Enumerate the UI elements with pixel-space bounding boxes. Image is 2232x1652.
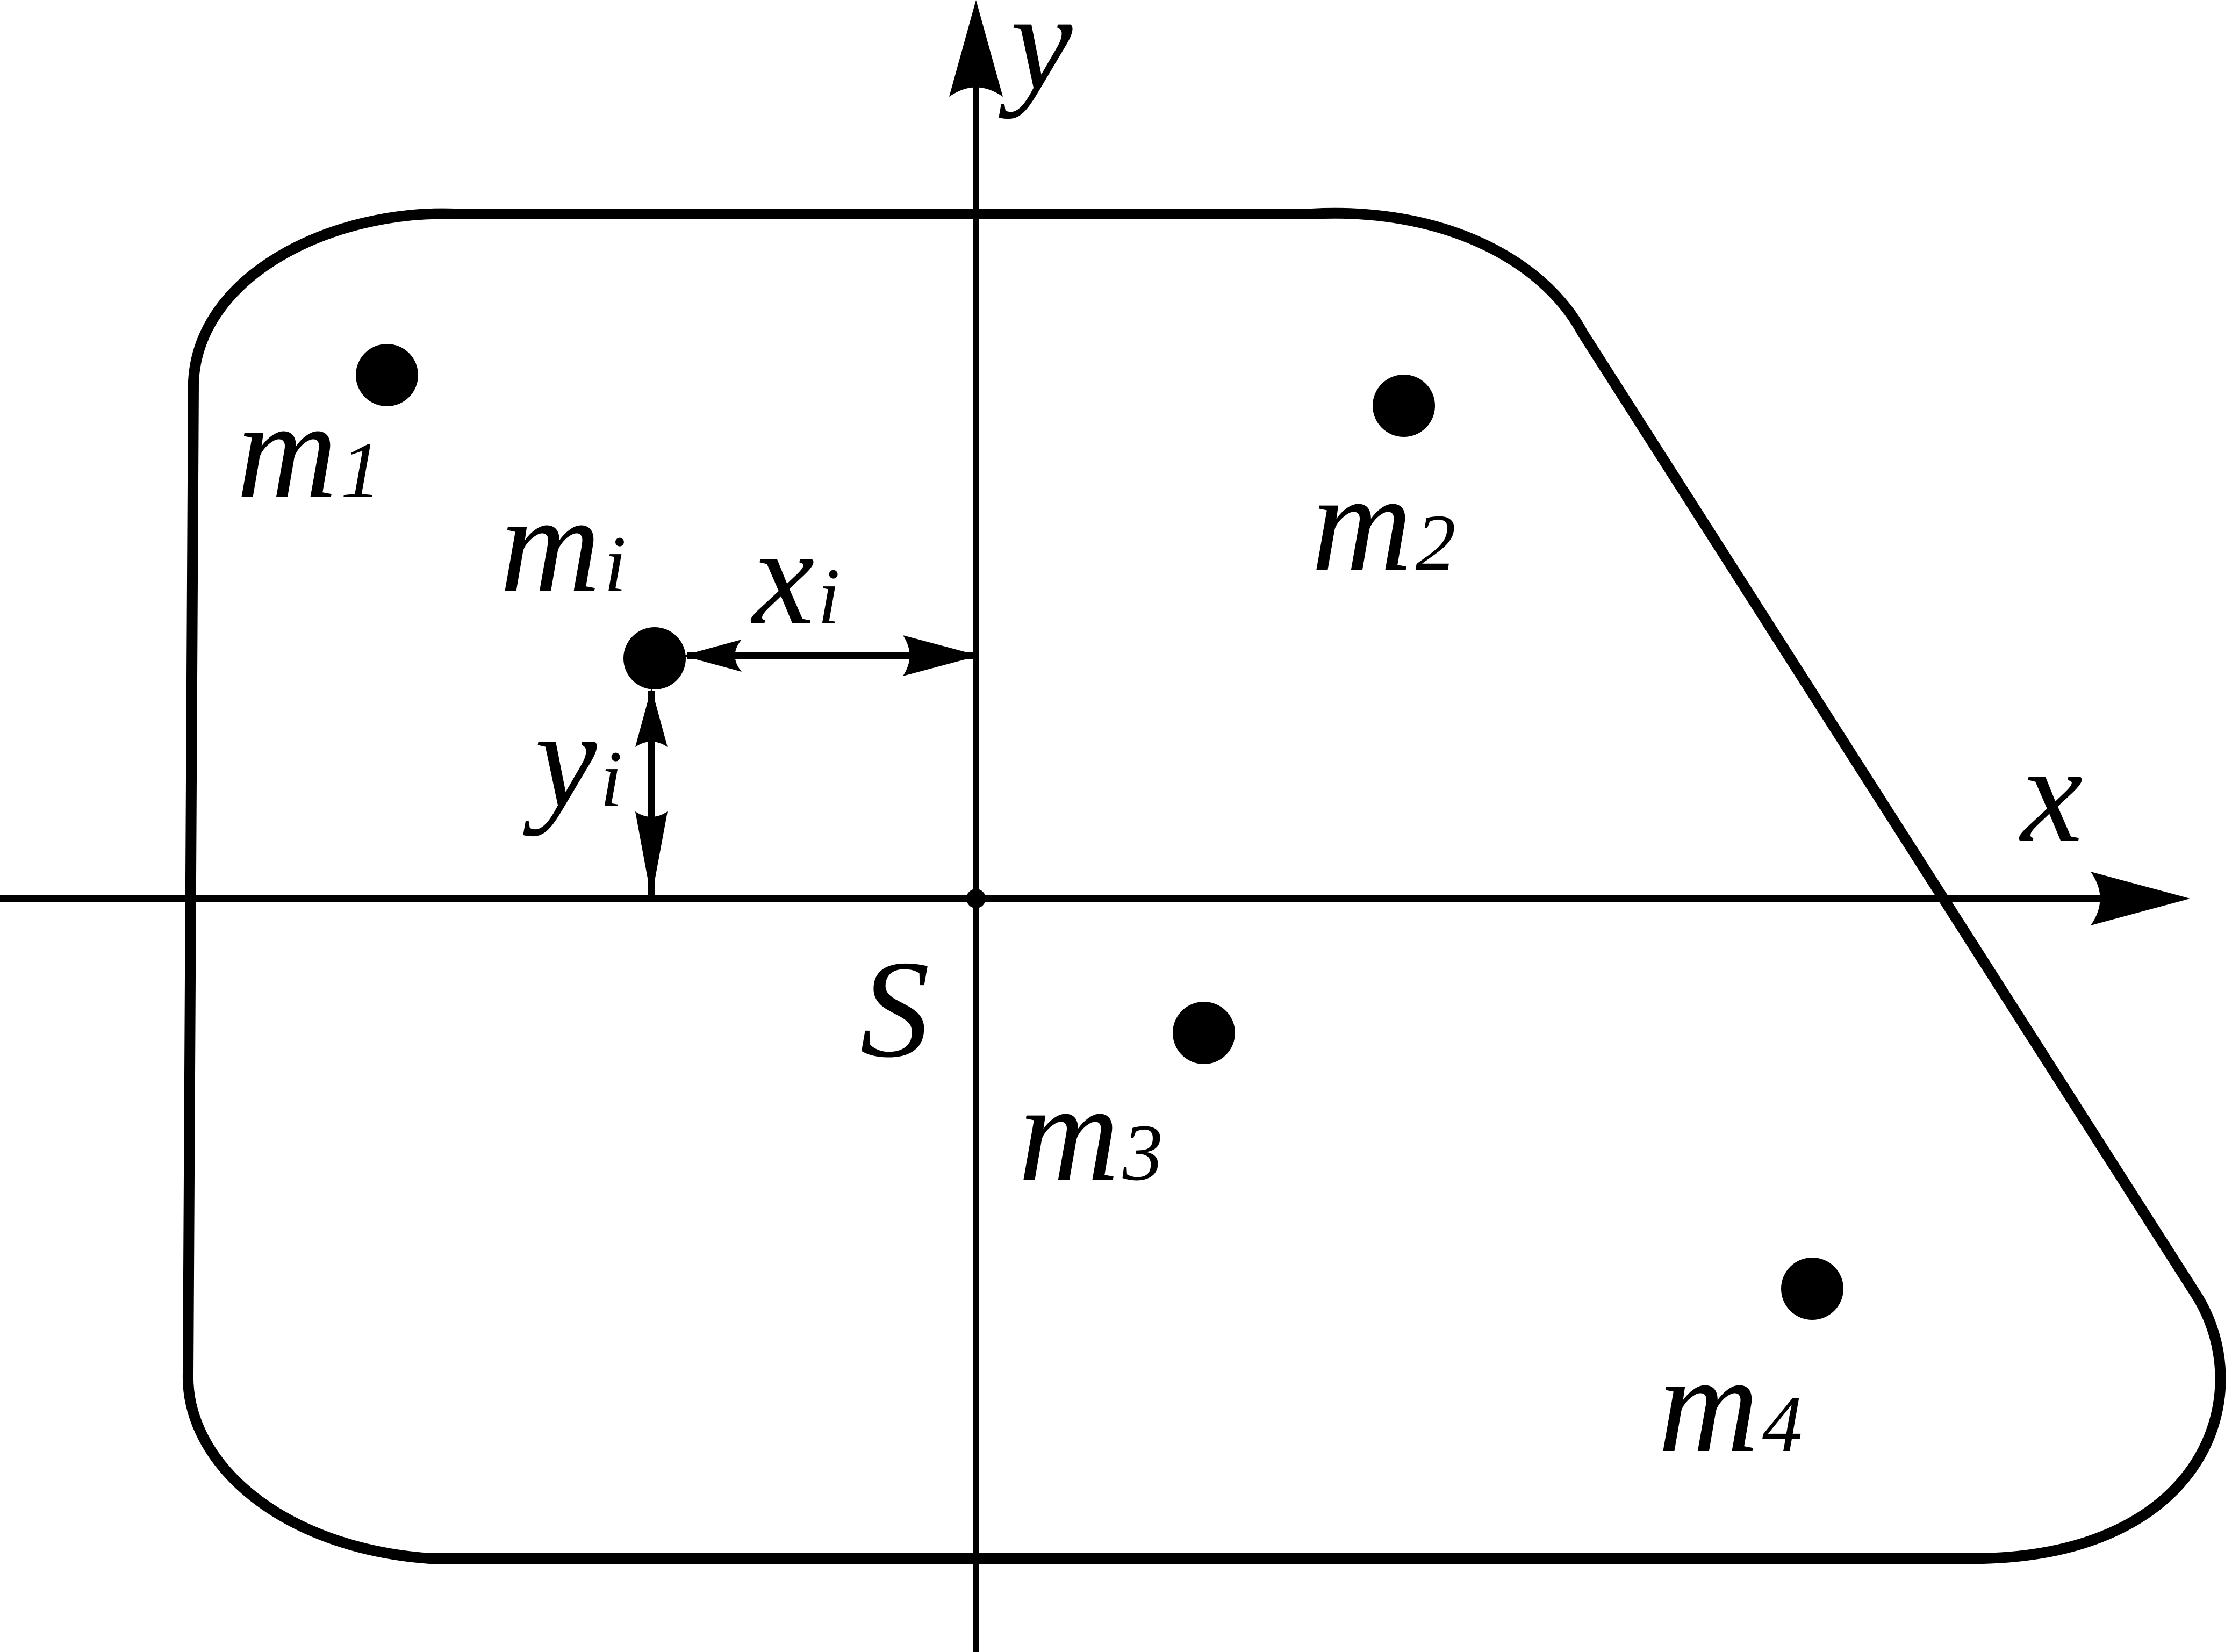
mass-label-i: mi bbox=[500, 467, 626, 622]
mass-label-2: m2 bbox=[1311, 446, 1456, 600]
xi-distance-label: xi bbox=[750, 499, 840, 654]
mass-label-1: m1 bbox=[236, 373, 381, 528]
xi-arrowhead-right bbox=[903, 635, 979, 676]
mass-point-4 bbox=[1781, 1258, 1843, 1320]
mass-label-3: m3 bbox=[1018, 1055, 1163, 1210]
x-axis-label: x bbox=[2019, 717, 2083, 872]
yi-arrowhead-top bbox=[635, 688, 668, 747]
origin-label: S bbox=[860, 932, 930, 1087]
yi-distance-label: yi bbox=[522, 682, 622, 837]
x-axis-arrowhead bbox=[2091, 872, 2190, 925]
mass-label-4: m4 bbox=[1658, 1327, 1803, 1482]
mass-point-2 bbox=[1373, 375, 1435, 437]
y-axis-label: y bbox=[997, 0, 1074, 119]
origin-point bbox=[966, 889, 986, 908]
yi-arrowhead-bottom bbox=[635, 811, 668, 899]
body-outline bbox=[182, 207, 2226, 1564]
mass-point-i bbox=[623, 627, 686, 689]
mass-point-3 bbox=[1173, 1002, 1235, 1064]
xi-arrowhead-left bbox=[683, 640, 742, 672]
mass-point-1 bbox=[356, 344, 418, 406]
y-axis-arrowhead bbox=[949, 0, 1003, 97]
